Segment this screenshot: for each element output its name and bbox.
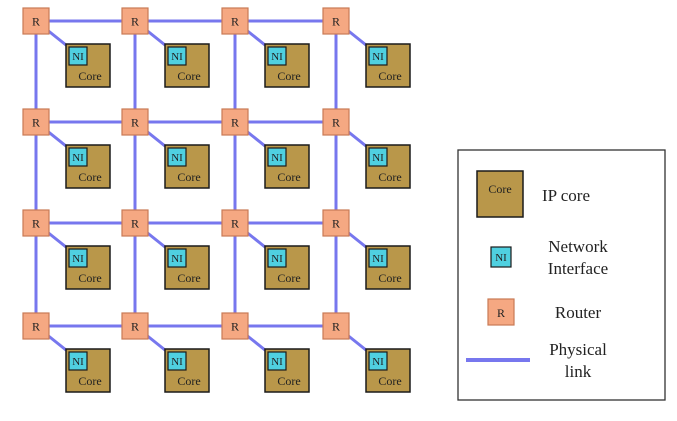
ni-label: NI bbox=[372, 253, 384, 265]
ni-label: NI bbox=[271, 253, 283, 265]
router-label: R bbox=[32, 116, 40, 130]
router bbox=[322, 108, 350, 136]
network-interface bbox=[68, 147, 88, 167]
network-interface bbox=[368, 351, 388, 371]
network-interface bbox=[68, 351, 88, 371]
legend-router-swatch bbox=[487, 298, 515, 326]
legend-core-swatch bbox=[476, 170, 524, 218]
router-label: R bbox=[131, 217, 139, 231]
network-interface bbox=[267, 147, 287, 167]
core-label: Core bbox=[177, 374, 200, 388]
core-label: Core bbox=[78, 170, 101, 184]
router bbox=[322, 312, 350, 340]
network-interface bbox=[267, 351, 287, 371]
router-label: R bbox=[32, 15, 40, 29]
core-label: Core bbox=[378, 69, 401, 83]
router bbox=[221, 7, 249, 35]
network-interface bbox=[267, 46, 287, 66]
network-interface bbox=[368, 248, 388, 268]
ni-label: NI bbox=[72, 356, 84, 368]
legend-ni-swatch bbox=[490, 246, 512, 268]
ni-label: NI bbox=[72, 253, 84, 265]
core-label: Core bbox=[277, 271, 300, 285]
router-label: R bbox=[131, 116, 139, 130]
core-label: Core bbox=[277, 170, 300, 184]
legend-label-router: Router bbox=[555, 303, 602, 322]
ni-label: NI bbox=[171, 253, 183, 265]
router-label: R bbox=[231, 15, 239, 29]
router bbox=[221, 312, 249, 340]
core-label: Core bbox=[378, 271, 401, 285]
ni-label: NI bbox=[372, 51, 384, 63]
router bbox=[121, 108, 149, 136]
ni-label: NI bbox=[72, 152, 84, 164]
legend-label-link: link bbox=[565, 362, 592, 381]
router bbox=[322, 209, 350, 237]
core-label: Core bbox=[277, 374, 300, 388]
ni-label: NI bbox=[271, 152, 283, 164]
ni-label: NI bbox=[72, 51, 84, 63]
network-interface bbox=[68, 248, 88, 268]
router bbox=[221, 108, 249, 136]
router-label: R bbox=[231, 116, 239, 130]
ni-label: NI bbox=[271, 356, 283, 368]
router bbox=[22, 209, 50, 237]
router-label: R bbox=[332, 320, 340, 334]
legend-label-core: IP core bbox=[542, 186, 590, 205]
core-label: Core bbox=[378, 170, 401, 184]
mesh-nodes: CoreNIRCoreNIRCoreNIRCoreNIRCoreNIRCoreN… bbox=[22, 7, 411, 393]
core-label: Core bbox=[78, 271, 101, 285]
core-label: Core bbox=[277, 69, 300, 83]
legend-router-swatch-label: R bbox=[497, 306, 505, 320]
router-label: R bbox=[32, 217, 40, 231]
ni-label: NI bbox=[171, 51, 183, 63]
router bbox=[121, 209, 149, 237]
router-label: R bbox=[332, 217, 340, 231]
physical-links bbox=[34, 19, 372, 356]
router bbox=[22, 312, 50, 340]
router bbox=[22, 108, 50, 136]
router-label: R bbox=[332, 15, 340, 29]
legend-core-swatch-label: Core bbox=[488, 182, 511, 196]
router bbox=[22, 7, 50, 35]
network-interface bbox=[167, 147, 187, 167]
network-interface bbox=[167, 46, 187, 66]
core-label: Core bbox=[378, 374, 401, 388]
router-label: R bbox=[131, 320, 139, 334]
network-interface bbox=[167, 351, 187, 371]
router-label: R bbox=[131, 15, 139, 29]
network-interface bbox=[267, 248, 287, 268]
ni-label: NI bbox=[271, 51, 283, 63]
network-interface bbox=[368, 46, 388, 66]
network-interface bbox=[68, 46, 88, 66]
ni-label: NI bbox=[372, 152, 384, 164]
ni-label: NI bbox=[171, 356, 183, 368]
core-label: Core bbox=[78, 69, 101, 83]
legend-label-ni: Interface bbox=[548, 259, 608, 278]
router-label: R bbox=[332, 116, 340, 130]
ni-label: NI bbox=[372, 356, 384, 368]
router bbox=[221, 209, 249, 237]
router-label: R bbox=[231, 217, 239, 231]
core-label: Core bbox=[78, 374, 101, 388]
legend-ni-swatch-label: NI bbox=[495, 252, 507, 264]
router-label: R bbox=[231, 320, 239, 334]
router bbox=[121, 312, 149, 340]
network-interface bbox=[368, 147, 388, 167]
ni-label: NI bbox=[171, 152, 183, 164]
router bbox=[322, 7, 350, 35]
legend-label-ni: Network bbox=[548, 237, 608, 256]
router-label: R bbox=[32, 320, 40, 334]
legend-label-link: Physical bbox=[549, 340, 607, 359]
router bbox=[121, 7, 149, 35]
core-label: Core bbox=[177, 170, 200, 184]
core-label: Core bbox=[177, 69, 200, 83]
core-label: Core bbox=[177, 271, 200, 285]
network-interface bbox=[167, 248, 187, 268]
